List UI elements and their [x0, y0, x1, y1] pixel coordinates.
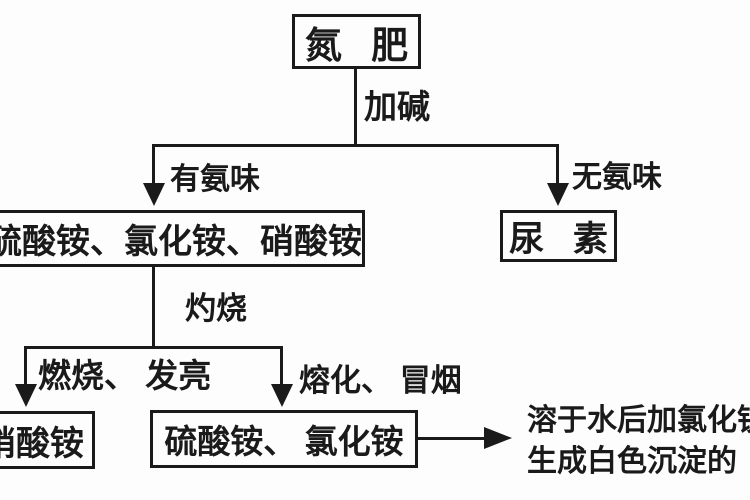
edge-branch-rail-1 [152, 144, 559, 147]
edge-to-urea [556, 144, 559, 186]
edge-to-ammonium-nitrate [24, 346, 27, 386]
edge-to-result-note [418, 437, 486, 440]
edge-to-ammonium-salts [152, 144, 155, 186]
edge-label-add-alkali: 加碱 [364, 90, 430, 126]
arrowhead-right-icon [484, 427, 512, 449]
edge-calcination-trunk [152, 265, 155, 348]
edge-branch-rail-2 [24, 346, 283, 349]
arrowhead-down-icon [547, 183, 569, 206]
node-ammonium-salts: 硫酸铵、氯化铵、硝酸铵 [0, 210, 365, 267]
result-note-line1: 溶于水后加氯化钡 [527, 404, 750, 437]
arrowhead-down-icon [15, 384, 37, 407]
node-nitrogen-fertilizer: 氮 肥 [292, 14, 421, 69]
node-ammonium-nitrate: 硝酸铵 [0, 411, 95, 469]
edge-to-sulfate-chloride [280, 346, 283, 386]
edge-label-burns-bright: 燃烧、 发亮 [38, 359, 212, 395]
edge-label-calcination: 灼烧 [185, 291, 247, 326]
node-sulfate-and-chloride: 硫酸铵、 氯化铵 [150, 410, 418, 468]
edge-label-melts-smokes: 熔化、 冒烟 [299, 363, 462, 398]
arrowhead-down-icon [271, 384, 293, 407]
edge-root-trunk [354, 66, 357, 146]
node-urea: 尿 素 [500, 210, 617, 262]
edge-label-no-ammonia-smell: 无氨味 [572, 161, 662, 194]
result-note: 溶于水后加氯化钡 生成白色沉淀的 [527, 400, 750, 482]
arrowhead-down-icon [143, 183, 165, 206]
edge-label-ammonia-smell: 有氨味 [170, 163, 260, 196]
result-note-line2: 生成白色沉淀的 [527, 445, 737, 478]
